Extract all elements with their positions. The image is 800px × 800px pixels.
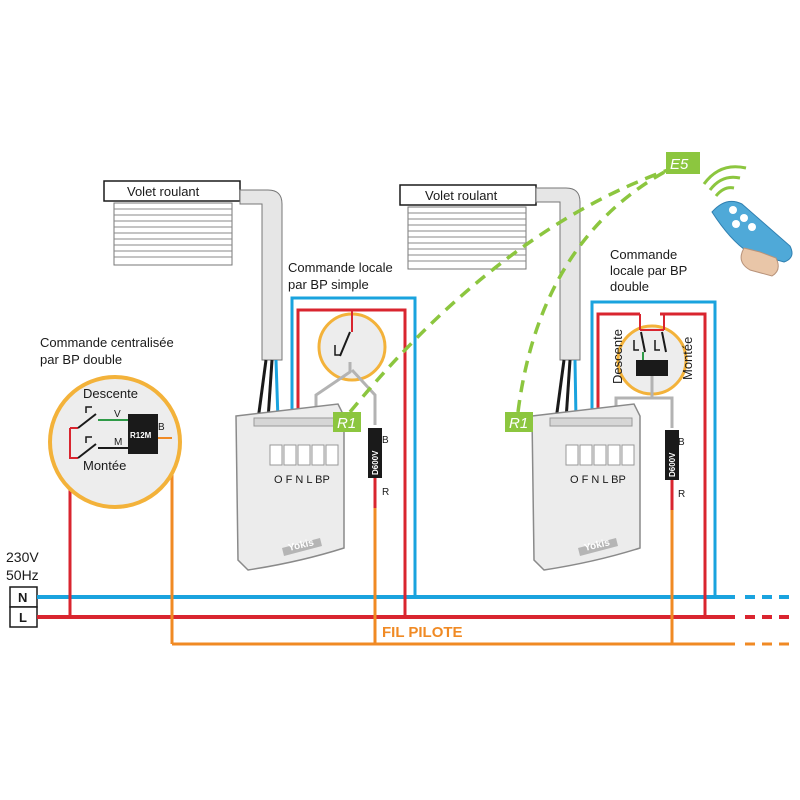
left-brand-plate — [282, 538, 322, 556]
right-switch-blade-1 — [640, 331, 646, 353]
right-push-icon-2 — [654, 340, 660, 351]
right-module-terminals-top — [549, 417, 633, 427]
central-red-jumper-2 — [69, 428, 78, 459]
left-switch-blade — [339, 331, 351, 357]
right-unit: Volet roulant Commande locale par BP dou… — [399, 184, 717, 644]
left-motor-cable — [239, 189, 283, 361]
right-receiver-tag — [505, 412, 533, 432]
left-module-terminal-slots — [269, 444, 339, 466]
transmitter-tag — [666, 152, 700, 174]
left-unit: Volet roulant Commande locale par BP sim… — [103, 180, 417, 644]
central-v-label: V — [114, 409, 121, 420]
hand-icon — [740, 247, 779, 277]
pilot-wire-label: FIL PILOTE — [382, 624, 463, 641]
central-command-title-1: Commande centralisée — [40, 335, 174, 350]
right-receiver-tag-label: R1 — [509, 415, 528, 432]
right-neutral-feed — [590, 300, 717, 597]
right-dimmer-label: D600V — [668, 452, 677, 477]
left-dimmer-module — [368, 428, 382, 478]
central-r12m-module — [128, 414, 158, 454]
left-command-title-1: Commande locale — [288, 260, 393, 275]
left-shutter-lines — [114, 208, 232, 258]
central-up-label: Montée — [83, 458, 126, 473]
central-command-plate — [48, 375, 182, 509]
supply-label: 230V 50Hz N L — [6, 549, 39, 628]
right-shutter-slats — [407, 206, 527, 270]
remote-control — [702, 165, 793, 277]
right-brand-plate — [578, 538, 618, 556]
right-module-terminal-slots — [565, 444, 635, 466]
central-b-label: B — [158, 422, 165, 433]
right-motor-wires — [554, 359, 578, 421]
neutral-terminal-label: N — [18, 590, 27, 605]
left-dimmer-label: D600V — [371, 450, 380, 475]
central-command-title-2: par BP double — [40, 352, 122, 367]
live-terminal-label: L — [19, 610, 27, 625]
right-lamp-wire — [652, 396, 674, 428]
right-command-title-3: double — [610, 279, 649, 294]
right-command-title-2: locale par BP — [610, 263, 687, 278]
right-dimmer-module — [665, 430, 679, 480]
left-live-drop — [350, 308, 407, 617]
right-down-label: Descente — [610, 329, 625, 384]
central-push-icon-up — [85, 436, 92, 443]
remote-buttons-icon — [729, 206, 756, 231]
central-command: Commande centralisée par BP double Desce… — [40, 335, 182, 644]
left-live-feed — [296, 308, 350, 420]
central-module-label: R12M — [130, 431, 152, 440]
transmitter-tag-label: E5 — [670, 156, 689, 173]
left-module-terminals-top — [253, 417, 337, 427]
right-switch-blade-2 — [661, 331, 667, 353]
right-shutter-label: Volet roulant — [425, 188, 498, 203]
left-motor-wires — [256, 359, 280, 421]
left-command-title-2: par BP simple — [288, 277, 369, 292]
left-shutter-slats — [113, 202, 233, 266]
left-receiver-tag — [333, 412, 361, 432]
right-push-icon-1 — [633, 340, 639, 351]
left-neutral-feed — [290, 296, 417, 597]
left-dimmer-b-label: B — [382, 435, 389, 446]
right-module-terminal-labels: O F N L BP — [570, 474, 626, 486]
left-lamp-wire — [350, 368, 377, 425]
central-push-icon-down — [85, 406, 92, 413]
central-switch-up — [77, 443, 97, 459]
right-shutter-lines — [408, 212, 526, 262]
right-motor-cable — [535, 187, 581, 361]
right-r12m-module — [636, 360, 668, 376]
remote-body — [711, 200, 793, 263]
right-live-feed — [596, 312, 640, 420]
right-live-drop — [660, 312, 707, 617]
bus-wires: FIL PILOTE — [37, 595, 795, 646]
left-receiver-tag-label: R1 — [337, 415, 356, 432]
right-up-label: Montée — [680, 337, 695, 380]
central-m-label: M — [114, 437, 122, 448]
signal-waves-icon — [702, 165, 747, 197]
left-shutter-label: Volet roulant — [127, 184, 200, 199]
right-dimmer-r-label: R — [678, 489, 685, 500]
supply-frequency: 50Hz — [6, 567, 39, 583]
left-dimmer-r-label: R — [382, 487, 389, 498]
right-dimmer-b-label: B — [678, 437, 685, 448]
left-module-terminal-labels: O F N L BP — [274, 474, 330, 486]
right-command-title-1: Commande — [610, 247, 677, 262]
radio-link-left — [348, 168, 669, 414]
left-push-icon — [334, 345, 341, 356]
radio-links — [348, 168, 669, 414]
supply-voltage: 230V — [6, 549, 39, 565]
central-down-label: Descente — [83, 386, 138, 401]
central-switch-down — [77, 413, 97, 429]
radio-link-right — [516, 168, 669, 413]
